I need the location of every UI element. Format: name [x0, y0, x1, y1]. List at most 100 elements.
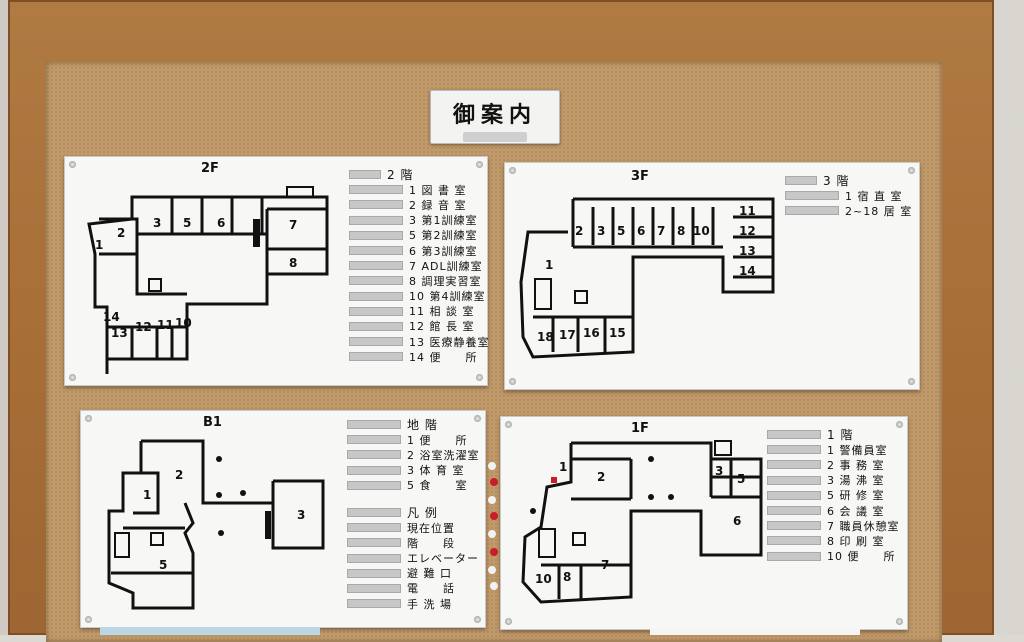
- push-pin: [488, 530, 496, 538]
- sign-title: 御案内: [452, 103, 537, 128]
- room-number: 3: [297, 508, 305, 522]
- room-number: 3: [597, 224, 605, 238]
- legend-item: 2 録 音 室: [409, 198, 467, 212]
- room-number: 13: [739, 244, 756, 258]
- legend-item: 1 便 所: [407, 433, 468, 447]
- legend-item: 1 図 書 室: [409, 183, 467, 197]
- legend-item: 12 館 長 室: [409, 320, 475, 334]
- legend-header: 1 階: [827, 428, 854, 443]
- legend-item: 1 警備員室: [827, 443, 888, 457]
- floor-map-3f: 1 2 3 5 6 7 8 10 11 12 13 14 15 16 17 18: [519, 197, 775, 359]
- symbol-telephone: 電 話: [407, 582, 455, 596]
- room-number: 17: [559, 328, 576, 342]
- room-number: 3: [153, 216, 161, 230]
- push-pin: [488, 566, 496, 574]
- legend-item: 1 宿 直 室: [845, 189, 903, 203]
- legend-item: 2 事 務 室: [827, 458, 885, 472]
- room-number: 7: [601, 558, 609, 572]
- paper-notice: [100, 627, 320, 635]
- floor-panel-b1: B1 1 2 3 5 地 階 1 便 所 2 浴室洗濯室 3 体 育 室 5 食…: [80, 410, 486, 628]
- floor-map-b1: 1 2 3 5: [107, 439, 325, 610]
- room-number: 8: [563, 570, 571, 584]
- room-legend-1f: 1 階 1 警備員室 2 事 務 室 3 湯 沸 室 5 研 修 室 6 会 議…: [767, 427, 900, 564]
- screw-icon: [505, 421, 512, 428]
- room-number: 2: [117, 226, 125, 240]
- legend-item: 7 ADL訓練室: [409, 259, 483, 273]
- room-number: 11: [157, 318, 174, 332]
- legend-item: 3 湯 沸 室: [827, 474, 885, 488]
- push-pin: [490, 582, 498, 590]
- room-number: 8: [289, 256, 297, 270]
- legend-item: 14 便 所: [409, 350, 478, 364]
- floor-label: B1: [203, 415, 222, 430]
- floor-map-2f: 1 2 3 5 6 7 8 10 11 12 13 14: [87, 186, 329, 374]
- screw-icon: [908, 378, 915, 385]
- legend-item: 5 第2訓練室: [409, 229, 478, 243]
- room-number: 7: [289, 218, 297, 232]
- screw-icon: [505, 618, 512, 625]
- room-legend-2f: 2 階 1 図 書 室 2 録 音 室 3 第1訓練室 5 第2訓練室 6 第3…: [349, 167, 490, 364]
- room-number: 16: [583, 326, 600, 340]
- room-number: 2: [575, 224, 583, 238]
- room-number: 10: [535, 572, 552, 586]
- legend-item: 10 便 所: [827, 550, 896, 564]
- room-number: 10: [175, 316, 192, 330]
- floor-panel-2f: 2F 1 2 3 5 6 7 8 10 11 12: [64, 156, 490, 386]
- legend-item: 8 印 刷 室: [827, 534, 885, 548]
- legend-header: 2 階: [387, 168, 414, 183]
- floor-panel-1f: 1F 1 2 3 5 6 7 8 10 1 階 1 警備員室: [500, 416, 908, 630]
- legend-item: 2~18 居 室: [845, 204, 913, 218]
- screw-icon: [476, 161, 483, 168]
- floor-map-1f: 1 2 3 5 6 7 8 10: [521, 440, 763, 604]
- room-number: 14: [739, 264, 756, 278]
- symbol-washroom: 手 洗 場: [407, 597, 452, 611]
- legend-item: 5 食 室: [407, 479, 468, 493]
- legend-item: 5 研 修 室: [827, 489, 885, 503]
- symbol-stairs: 階 段: [407, 536, 455, 550]
- symbol-legend-title: 凡 例: [407, 506, 438, 521]
- room-legend-3f: 3 階 1 宿 直 室 2~18 居 室: [785, 173, 912, 219]
- screw-icon: [908, 167, 915, 174]
- floor-panel-3f: 3F 1 2 3 5 6 7 8 10 11 12: [504, 162, 920, 390]
- room-number: 3: [715, 464, 723, 478]
- room-number: 11: [739, 204, 756, 218]
- floor-label: 3F: [631, 169, 649, 184]
- room-number: 10: [693, 224, 710, 238]
- room-number: 2: [175, 468, 183, 482]
- screw-icon: [896, 421, 903, 428]
- screw-icon: [509, 167, 516, 174]
- push-pin: [488, 496, 496, 504]
- room-number: 12: [739, 224, 756, 238]
- room-number: 5: [617, 224, 625, 238]
- room-legend-b1: 地 階 1 便 所 2 浴室洗濯室 3 体 育 室 5 食 室 凡 例 現在位置…: [347, 417, 480, 611]
- legend-item: 2 浴室洗濯室: [407, 448, 480, 462]
- title-plate: 御案内: [430, 90, 560, 144]
- room-number: 6: [637, 224, 645, 238]
- screw-icon: [69, 374, 76, 381]
- floor-label: 1F: [631, 421, 649, 436]
- symbol-elevator: エレベーター: [407, 552, 479, 566]
- room-number: 18: [537, 330, 554, 344]
- paper-notice: [650, 629, 860, 635]
- room-number: 8: [677, 224, 685, 238]
- room-number: 1: [559, 460, 567, 474]
- room-number: 5: [159, 558, 167, 572]
- legend-item: 6 会 議 室: [827, 504, 885, 518]
- legend-item: 8 調理実習室: [409, 274, 482, 288]
- braille-strip: [463, 132, 527, 142]
- symbol-emergency-exit: 避 難 口: [407, 567, 452, 581]
- push-pin: [490, 478, 498, 486]
- legend-item: 3 第1訓練室: [409, 214, 478, 228]
- legend-item: 13 医療静養室: [409, 335, 490, 349]
- screw-icon: [896, 618, 903, 625]
- room-number: 15: [609, 326, 626, 340]
- screw-icon: [474, 616, 481, 623]
- screw-icon: [474, 415, 481, 422]
- room-number: 13: [111, 326, 128, 340]
- push-pin: [490, 512, 498, 520]
- legend-item: 7 職員休憩室: [827, 519, 900, 533]
- room-number: 6: [217, 216, 225, 230]
- room-number: 6: [733, 514, 741, 528]
- legend-header: 地 階: [407, 418, 438, 433]
- room-number: 1: [95, 238, 103, 252]
